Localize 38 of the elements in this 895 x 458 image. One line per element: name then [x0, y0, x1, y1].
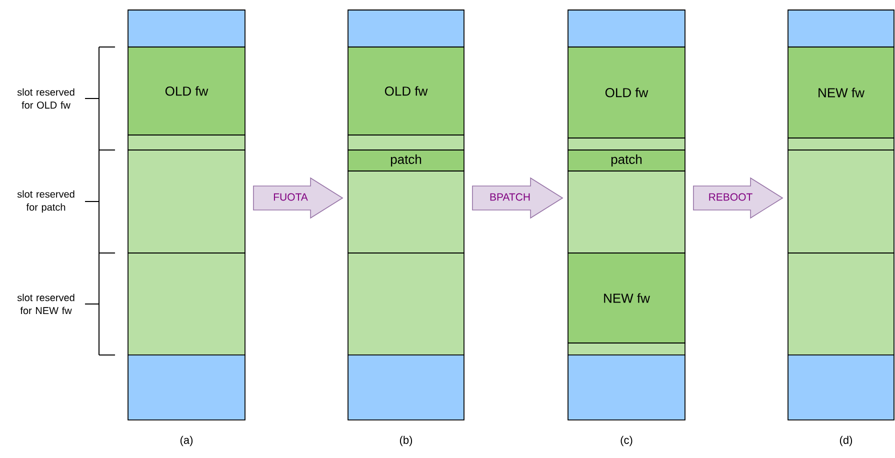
firmware-slot: patch: [568, 150, 686, 172]
empty-slot: [128, 134, 246, 150]
memory-region: [348, 10, 464, 48]
empty-slot: [568, 342, 686, 356]
empty-slot: [568, 138, 686, 150]
memory-region: [788, 354, 894, 420]
empty-slot: [568, 170, 686, 254]
memory-region: [128, 10, 246, 48]
firmware-slot: OLD fw: [568, 46, 686, 138]
empty-slot: [348, 170, 464, 254]
empty-slot: [128, 252, 246, 356]
edge-label: REBOOT: [709, 193, 752, 201]
memory-region: [568, 10, 686, 48]
block-arrow: [253, 177, 344, 219]
memory-region: [128, 354, 246, 420]
panel-caption: (c): [620, 436, 632, 446]
slot-label: slot reserved for patch: [17, 190, 74, 213]
empty-slot: [788, 252, 894, 356]
memory-region: [568, 354, 686, 420]
block-arrow: [693, 177, 784, 219]
firmware-slot: NEW fw: [788, 46, 894, 138]
empty-slot: [788, 138, 894, 150]
slot-label: slot reserved for NEW fw: [17, 294, 74, 314]
memory-region: [348, 354, 464, 420]
panel-caption: (a): [180, 436, 193, 446]
block-arrow: [472, 177, 564, 219]
firmware-slot: OLD fw: [128, 46, 246, 136]
slot-label: slot reserved for OLD fw: [17, 88, 74, 109]
empty-slot: [348, 252, 464, 356]
firmware-slot: NEW fw: [568, 252, 686, 344]
firmware-slot: patch: [348, 150, 464, 172]
panel-caption: (b): [400, 436, 412, 446]
firmware-slot: OLD fw: [348, 46, 464, 136]
edge-label: FUOTA: [274, 193, 308, 201]
empty-slot: [348, 134, 464, 150]
memory-region: [788, 10, 894, 48]
edge-label: BPATCH: [490, 193, 530, 201]
panel-caption: (d): [840, 436, 852, 446]
